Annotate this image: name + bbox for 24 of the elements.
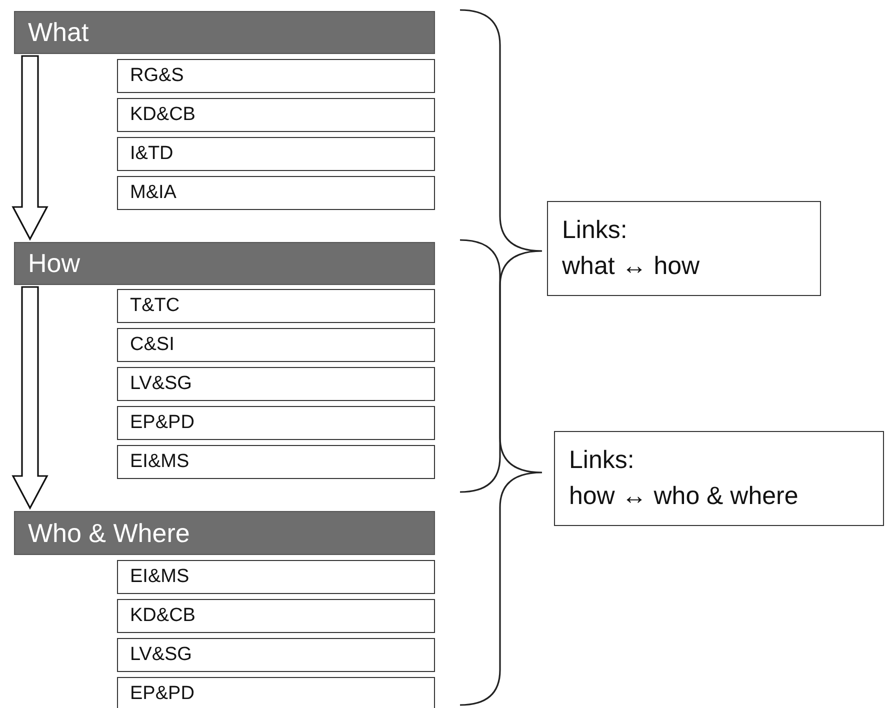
item-box: KD&CB [117,599,435,633]
item-box: I&TD [117,137,435,171]
block-arrow [12,55,48,241]
item-box: EP&PD [117,677,435,708]
note-box [554,431,884,526]
note-text: Links: [562,215,628,246]
item-box: T&TC [117,289,435,323]
note-text: what ↔ how [562,251,701,282]
block-arrow [12,286,48,510]
item-box: LV&SG [117,638,435,672]
item-box: M&IA [117,176,435,210]
note-box [547,201,821,296]
item-box: LV&SG [117,367,435,401]
section-header-bar: What [14,11,435,54]
item-box: C&SI [117,328,435,362]
item-box: EI&MS [117,445,435,479]
section-header-bar: How [14,242,435,285]
item-box: EI&MS [117,560,435,594]
section-header-bar: Who & Where [14,511,435,555]
item-box: EP&PD [117,406,435,440]
note-text: how ↔ who & where [569,481,800,512]
note-text: Links: [569,445,636,476]
item-box: KD&CB [117,98,435,132]
item-box: RG&S [117,59,435,93]
